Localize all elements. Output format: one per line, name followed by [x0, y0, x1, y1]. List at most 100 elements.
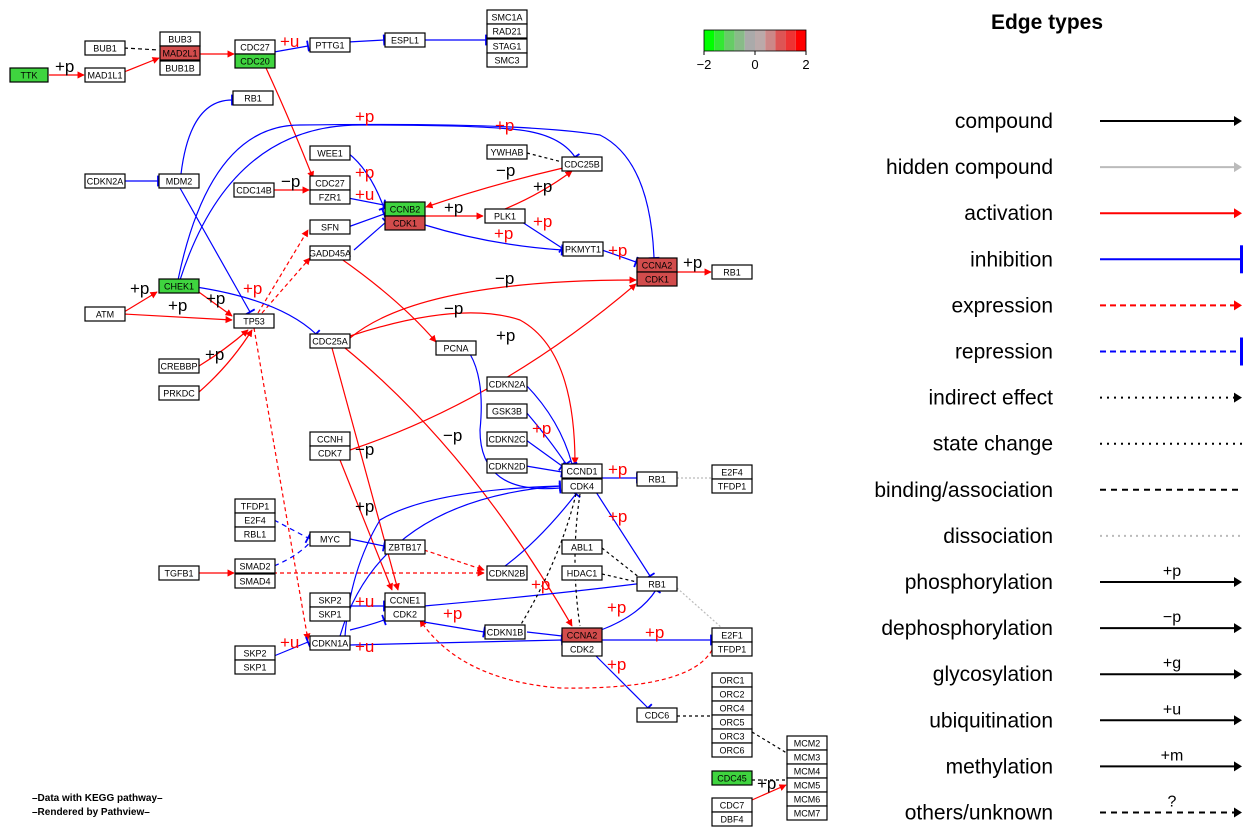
edge-cdkn2am-ccnd1	[525, 384, 578, 467]
node-label: TFDP1	[241, 502, 270, 512]
node-rad21[interactable]: RAD21	[486, 23, 528, 39]
edge-label-l-wee1: +p	[355, 163, 374, 182]
node-orc5[interactable]: ORC5	[711, 714, 753, 730]
node-bub3[interactable]: BUB3	[159, 31, 201, 47]
node-tfdp1_b[interactable]: TFDP1	[711, 641, 753, 657]
node-espl1[interactable]: ESPL1	[384, 32, 426, 48]
node-cdc25b[interactable]: CDC25B	[561, 156, 603, 172]
node-hdac1[interactable]: HDAC1	[561, 565, 603, 581]
node-mcm7[interactable]: MCM7	[786, 805, 828, 821]
node-mad1l1[interactable]: MAD1L1	[84, 67, 126, 83]
node-cdk2b[interactable]: CDK2	[561, 641, 603, 657]
node-gadd45a[interactable]: GADD45A	[309, 245, 351, 261]
node-cdkn1b[interactable]: CDKN1B	[484, 624, 526, 640]
node-e2f4_l[interactable]: E2F4	[234, 512, 276, 528]
node-tgfb1[interactable]: TGFB1	[158, 565, 200, 581]
node-mcm3[interactable]: MCM3	[786, 749, 828, 765]
node-cdkn2c[interactable]: CDKN2C	[486, 431, 528, 447]
node-cdc20[interactable]: CDC20	[234, 53, 276, 69]
node-orc6[interactable]: ORC6	[711, 742, 753, 758]
node-chek1[interactable]: CHEK1	[158, 278, 200, 294]
node-cdc25a[interactable]: CDC25A	[309, 333, 351, 349]
node-rb1_m[interactable]: RB1	[636, 471, 678, 487]
node-myc[interactable]: MYC	[309, 531, 351, 547]
node-smad2[interactable]: SMAD2	[234, 558, 276, 574]
node-bub1b[interactable]: BUB1B	[159, 60, 201, 76]
node-cdc14b[interactable]: CDC14B	[233, 182, 275, 198]
node-ccne1[interactable]: CCNE1	[384, 592, 426, 608]
node-abl1[interactable]: ABL1	[561, 539, 603, 555]
node-cdkn2a_l[interactable]: CDKN2A	[84, 173, 126, 189]
node-rb1_r[interactable]: RB1	[711, 264, 753, 280]
node-cdk7[interactable]: CDK7	[309, 445, 351, 461]
node-sfn[interactable]: SFN	[309, 219, 351, 235]
node-label: RB1	[244, 94, 262, 104]
node-stag1[interactable]: STAG1	[486, 38, 528, 54]
node-mcm5[interactable]: MCM5	[786, 777, 828, 793]
node-label: BUB1B	[165, 64, 195, 74]
node-cdc6[interactable]: CDC6	[636, 707, 678, 723]
node-ccnb2[interactable]: CCNB2	[384, 201, 426, 217]
legend-row-state-change: state change	[933, 433, 1242, 456]
node-bub1[interactable]: BUB1	[84, 40, 126, 56]
node-pkmyt1[interactable]: PKMYT1	[562, 241, 604, 257]
node-mcm2[interactable]: MCM2	[786, 735, 828, 751]
node-smc1a[interactable]: SMC1A	[486, 9, 528, 25]
node-rb1_top[interactable]: RB1	[232, 90, 274, 106]
node-label: PCNA	[443, 344, 468, 354]
node-ccna2a[interactable]: CCNA2	[636, 257, 678, 273]
node-cdkn2d[interactable]: CDKN2D	[486, 458, 528, 474]
node-cdk1b[interactable]: CDK1	[636, 271, 678, 287]
edge-label-l-cdkn2b: +p	[531, 575, 550, 594]
node-orc1[interactable]: ORC1	[711, 672, 753, 688]
node-orc4[interactable]: ORC4	[711, 700, 753, 716]
node-plk1[interactable]: PLK1	[484, 208, 526, 224]
node-dbf4[interactable]: DBF4	[711, 811, 753, 827]
node-skp2b[interactable]: SKP2	[234, 645, 276, 661]
node-cdc45[interactable]: CDC45	[711, 770, 753, 786]
node-cdk4[interactable]: CDK4	[561, 478, 603, 494]
node-fzr1[interactable]: FZR1	[309, 189, 351, 205]
node-cdk1a[interactable]: CDK1	[384, 215, 426, 231]
node-e2f1[interactable]: E2F1	[711, 627, 753, 643]
node-crebbp[interactable]: CREBBP	[158, 358, 200, 374]
node-atm[interactable]: ATM	[84, 306, 126, 322]
node-cdc27b[interactable]: CDC27	[309, 175, 351, 191]
node-rbl1_l[interactable]: RBL1	[234, 526, 276, 542]
node-skp1b[interactable]: SKP1	[234, 659, 276, 675]
node-cdkn2a_m[interactable]: CDKN2A	[486, 376, 528, 392]
node-cdc7[interactable]: CDC7	[711, 797, 753, 813]
node-zbtb17[interactable]: ZBTB17	[384, 539, 426, 555]
node-e2f4[interactable]: E2F4	[711, 464, 753, 480]
node-gsk3b[interactable]: GSK3B	[486, 403, 528, 419]
node-cdkn1a[interactable]: CDKN1A	[309, 635, 351, 651]
node-cdk2a[interactable]: CDK2	[384, 606, 426, 622]
node-mcm4[interactable]: MCM4	[786, 763, 828, 779]
node-cdc27[interactable]: CDC27	[234, 39, 276, 55]
node-smad4[interactable]: SMAD4	[234, 573, 276, 589]
node-tp53[interactable]: TP53	[233, 313, 275, 329]
node-skp2a[interactable]: SKP2	[309, 592, 351, 608]
node-prkdc[interactable]: PRKDC	[158, 385, 200, 401]
node-orc2[interactable]: ORC2	[711, 686, 753, 702]
node-ttk[interactable]: TTK	[9, 67, 49, 83]
node-tfdp1_l[interactable]: TFDP1	[234, 498, 276, 514]
node-mad2l1[interactable]: MAD2L1	[159, 45, 201, 61]
node-mdm2[interactable]: MDM2	[158, 173, 200, 189]
node-label: CDC6	[645, 711, 670, 721]
node-pcna[interactable]: PCNA	[435, 340, 477, 356]
node-ywhab[interactable]: YWHAB	[486, 144, 528, 160]
node-smc3[interactable]: SMC3	[486, 52, 528, 68]
node-wee1[interactable]: WEE1	[309, 145, 351, 161]
node-rb1_b[interactable]: RB1	[636, 576, 678, 592]
node-orc3[interactable]: ORC3	[711, 728, 753, 744]
node-ccna2b[interactable]: CCNA2	[561, 627, 603, 643]
node-cdkn2b[interactable]: CDKN2B	[486, 565, 528, 581]
node-pttg1[interactable]: PTTG1	[309, 37, 351, 53]
node-ccnh[interactable]: CCNH	[309, 431, 351, 447]
node-skp1a[interactable]: SKP1	[309, 606, 351, 622]
node-ccnd1[interactable]: CCND1	[561, 463, 603, 479]
legend-row-hidden-compound: hidden compound	[886, 156, 1242, 179]
node-mcm6[interactable]: MCM6	[786, 791, 828, 807]
node-tfdp1_r[interactable]: TFDP1	[711, 478, 753, 494]
